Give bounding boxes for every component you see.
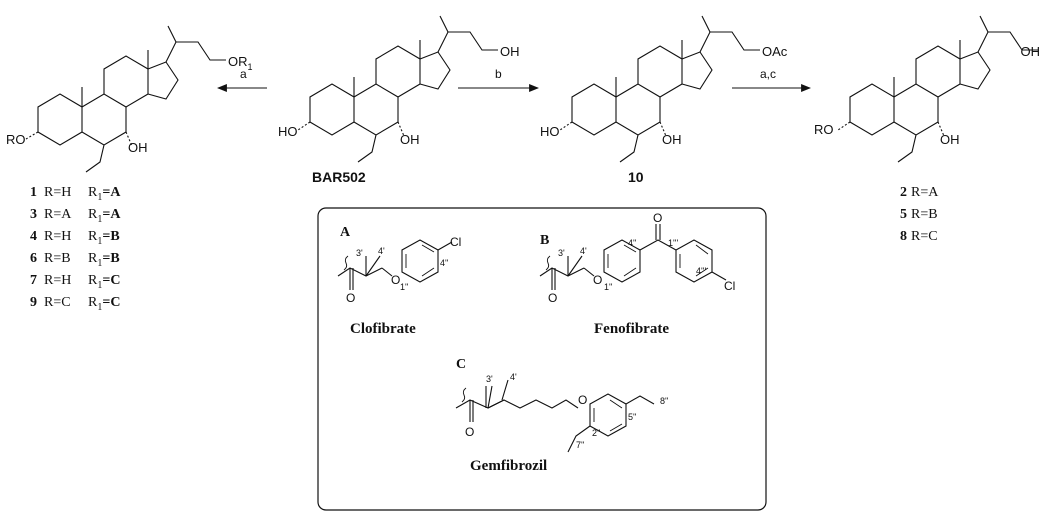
svg-text:R=H: R=H [44,185,71,200]
legend-row: 6 R=B R1=B [30,251,120,269]
box-c-n3: 3' [486,374,493,384]
svg-text:2R=A: 2R=A [900,185,939,200]
box-c-o: O [578,393,587,407]
legend-row: 1 R=H R1=A [30,185,121,203]
legend-left: 1 R=H R1=A 3 R=A R1=A 4 R=H R1=B 6 R=B R… [30,185,121,313]
arrow-ac-label: a,c [760,67,776,81]
box-b-n4ppp: 4''' [696,266,706,276]
svg-text:R1=B: R1=B [88,229,120,247]
s2-ro: RO [814,122,834,137]
box-b-n4: 4' [580,246,587,256]
box-c-o-carbonyl: O [465,425,474,439]
s1-or-label: OR1 [228,54,253,72]
svg-text:R=B: R=B [44,251,71,266]
svg-text:R=C: R=C [44,295,71,310]
legend-row: 9 R=C R1=C [30,295,120,313]
svg-text:1: 1 [30,185,37,200]
bar502-oh24: OH [500,44,520,59]
bar502-oh7: OH [400,132,420,147]
svg-text:6: 6 [30,251,37,266]
box-b-o-ketone: O [653,211,662,225]
svg-text:9: 9 [30,295,37,310]
gemfibrozil-structure [455,379,655,453]
legend-row: 7 R=H R1=C [30,273,120,291]
box-a-o: O [391,273,400,287]
box-b-n1pp: 1'' [604,282,613,292]
clofibrate-structure [337,239,453,290]
box-b-n3: 3' [558,248,565,258]
box-b-letter: B [540,233,549,248]
box-a-name: Clofibrate [350,321,416,337]
bar502-ho: HO [278,124,298,139]
c10-oh7: OH [662,132,682,147]
box-a-letter: A [340,225,351,240]
arrow-a-label: a [240,67,247,81]
structure-product-right [837,15,1039,163]
svg-text:R1=B: R1=B [88,251,120,269]
box-c-letter: C [456,357,466,372]
c10-oac: OAc [762,44,788,59]
box-b-cl: Cl [724,279,735,293]
svg-text:R=H: R=H [44,273,71,288]
box-b-n1ppp: 1''' [668,238,678,248]
svg-text:R1=C: R1=C [88,295,120,313]
c10-ho: HO [540,124,560,139]
structure-bar502 [297,15,499,163]
svg-text:8R=C: 8R=C [900,229,938,244]
structure-product-left [25,25,227,173]
box-c-n2pp: 2'' [592,428,601,438]
box-a-n3: 3' [356,248,363,258]
substituent-box [317,207,767,511]
box-c-n5pp: 5'' [628,412,637,422]
box-a-n4pp: 4'' [440,258,449,268]
box-c-name: Gemfibrozil [470,458,547,474]
box-c-n8pp: 8'' [660,396,669,406]
box-c-n4: 4' [510,372,517,382]
box-b-n4pp: 4'' [628,238,637,248]
bar502-name: BAR502 [312,169,366,185]
box-a-n1pp: 1'' [400,282,409,292]
s1-oh-label: OH [128,140,148,155]
box-a-cl: Cl [450,235,461,249]
box-b-o-carbonyl: O [548,291,557,305]
svg-text:R1=A: R1=A [88,185,121,203]
legend-row: 4 R=H R1=B [30,229,120,247]
box-c-n7pp: 7'' [576,440,585,450]
s2-oh7: OH [940,132,960,147]
legend-row: 3 R=A R1=A [30,207,121,225]
svg-text:R1=C: R1=C [88,273,120,291]
box-a-o-carbonyl: O [346,291,355,305]
svg-text:3: 3 [30,207,37,222]
s2-oh24: OH [1021,44,1041,59]
box-a-n4: 4' [378,246,385,256]
svg-text:R1=A: R1=A [88,207,121,225]
svg-text:R=H: R=H [44,229,71,244]
svg-text:4: 4 [30,229,37,244]
s1-ro-label: RO [6,132,26,147]
svg-text:7: 7 [30,273,37,288]
box-b-name: Fenofibrate [594,321,669,337]
arrow-b-label: b [495,67,502,81]
structure-compound-10 [559,15,761,163]
svg-text:R=A: R=A [44,207,72,222]
svg-text:5R=B: 5R=B [900,207,938,222]
fenofibrate-structure [539,224,727,290]
c10-name: 10 [628,169,644,185]
box-b-o: O [593,273,602,287]
